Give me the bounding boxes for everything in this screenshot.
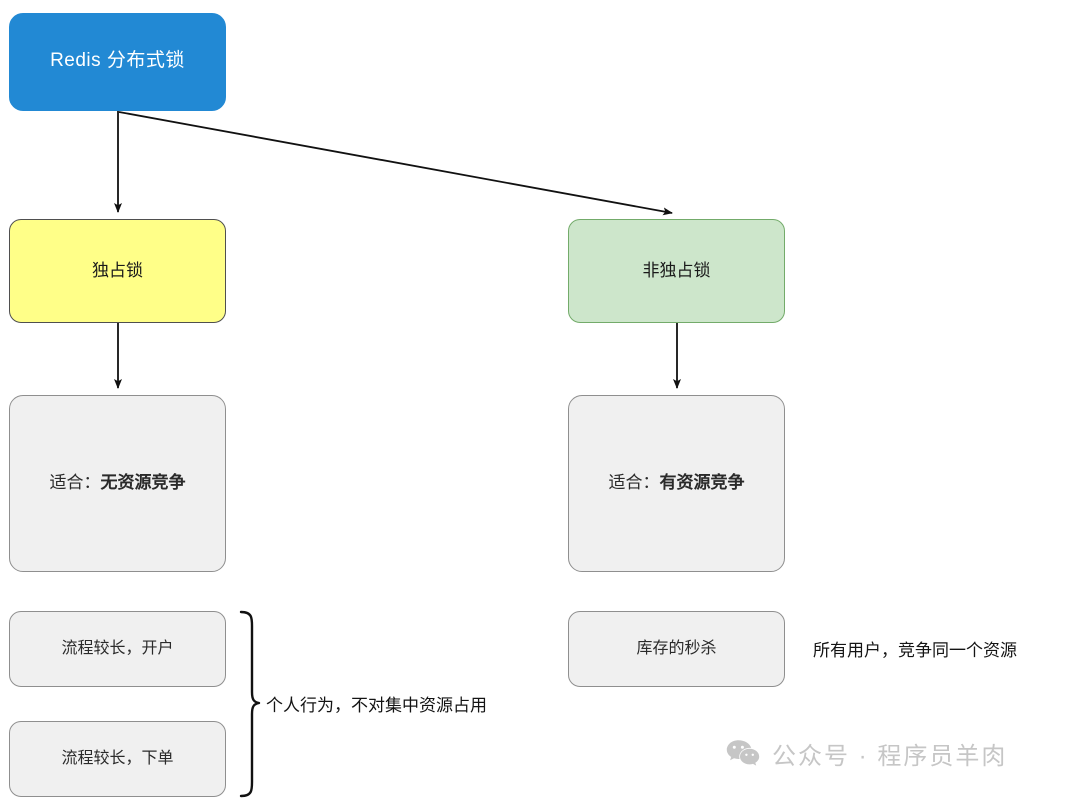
node-non-exclusive-lock[interactable]: 非独占锁 — [568, 219, 785, 323]
leaf-exclusive-2-label: 流程较长，下单 — [61, 750, 174, 768]
exclusive-detail-text: 适合：无资源竞争 — [50, 472, 186, 495]
node-exclusive-detail[interactable]: 适合：无资源竞争 — [9, 395, 226, 572]
annotation-non-exclusive-group: 所有用户，竞争同一个资源 — [813, 641, 1017, 660]
exclusive-detail-emphasis: 无资源竞争 — [100, 473, 186, 493]
node-non-exclusive-detail[interactable]: 适合：有资源竞争 — [568, 395, 785, 572]
wechat-icon — [726, 739, 760, 769]
leaf-non-exclusive-1-label: 库存的秒杀 — [636, 640, 717, 658]
node-exclusive-lock[interactable]: 独占锁 — [9, 219, 226, 323]
leaf-non-exclusive-1[interactable]: 库存的秒杀 — [568, 611, 785, 687]
annotation-exclusive-group: 个人行为，不对集中资源占用 — [266, 696, 487, 715]
edge-root-to-nonexclusive — [118, 111, 673, 216]
node-exclusive-lock-label: 独占锁 — [92, 260, 143, 280]
exclusive-detail-prefix: 适合： — [49, 473, 101, 493]
brace-left-group — [239, 610, 261, 798]
non-exclusive-detail-text: 适合：有资源竞争 — [609, 472, 745, 495]
non-exclusive-detail-prefix: 适合： — [608, 473, 660, 493]
non-exclusive-detail-emphasis: 有资源竞争 — [659, 473, 745, 493]
watermark-text: 公众号 · 程序员羊肉 — [772, 743, 1008, 770]
leaf-exclusive-1[interactable]: 流程较长，开户 — [9, 611, 226, 687]
watermark: 公众号 · 程序员羊肉 — [726, 736, 1007, 771]
node-root-label: Redis 分布式锁 — [50, 50, 185, 72]
leaf-exclusive-2[interactable]: 流程较长，下单 — [9, 721, 226, 797]
node-redis-distributed-lock[interactable]: Redis 分布式锁 — [9, 13, 226, 111]
leaf-exclusive-1-label: 流程较长，开户 — [61, 640, 174, 658]
node-non-exclusive-lock-label: 非独占锁 — [642, 260, 711, 280]
